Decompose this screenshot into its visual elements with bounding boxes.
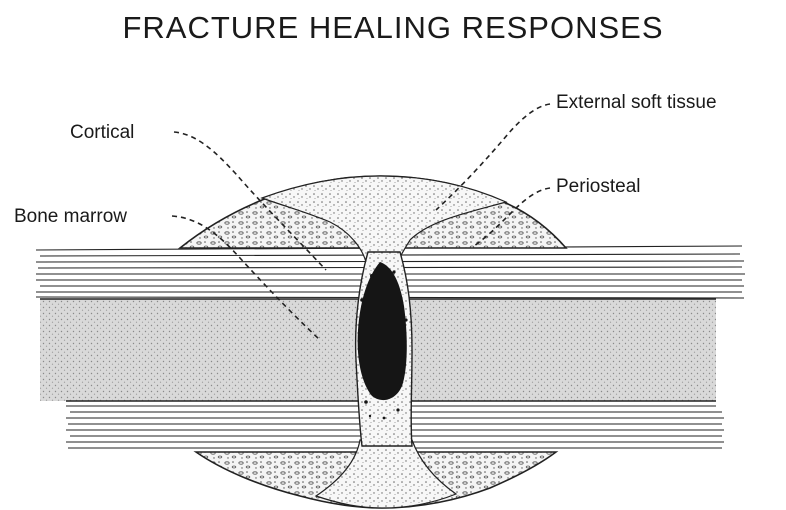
label-bone-marrow: Bone marrow — [14, 206, 127, 228]
label-cortical: Cortical — [70, 122, 134, 144]
label-periosteal: Periosteal — [556, 176, 641, 198]
label-external-soft-tissue: External soft tissue — [556, 92, 717, 114]
